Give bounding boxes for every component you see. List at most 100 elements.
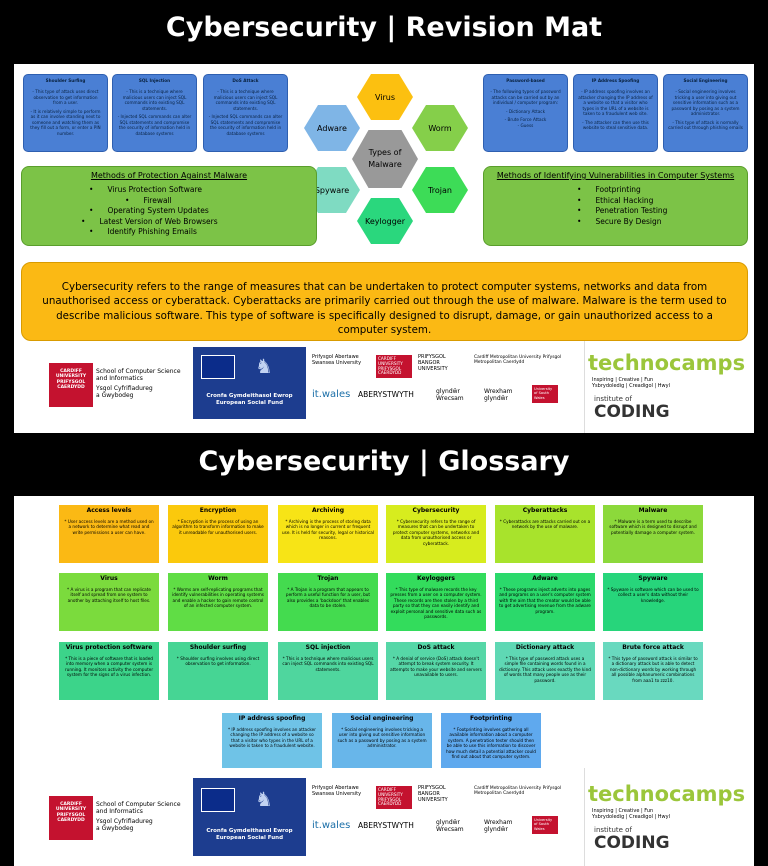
attack-card-line: - IP address spoofing involves an attack… <box>578 89 653 117</box>
glossary-term: Encryption <box>199 507 237 514</box>
glossary-card: Malware * Malware is a term used to descr… <box>603 505 703 563</box>
school-name: School of Computer Science and Informati… <box>96 801 181 833</box>
attack-card-dos-attack: DoS Attack - This is a technique where m… <box>203 74 288 152</box>
logo-text: Ysbrydoledig | Creadigol | Hwyl <box>592 813 670 820</box>
glossary-card: Access levels * User access levels are a … <box>59 505 159 563</box>
glossary-definition: * Shoulder surfing involves using direct… <box>176 655 260 667</box>
glossary-definition: * Social engineering involves tricking a… <box>337 726 427 749</box>
glossary-card: DoS attack* A denial of service (DoS) at… <box>386 642 486 700</box>
logo-text: Inspiring | Creative | Fun <box>592 377 654 383</box>
cardiff-university-logo: CARDIFF UNIVERSITY PRIFYSGOL CAERDYDD <box>49 796 93 840</box>
hex-label: Spyware <box>314 185 350 195</box>
logo-text: ABERYSTWYTH <box>358 821 414 831</box>
logo-text: Ysgol Cyfrifiadureg <box>96 384 153 392</box>
logo-text: UNIVERSITY <box>55 374 87 380</box>
attack-card-line: - This is a technique where malicious us… <box>122 89 187 111</box>
glossary-definition: * Archiving is the process of storing da… <box>282 518 375 541</box>
logos-strip: CARDIFF UNIVERSITY PRIFYSGOL CAERDYDD Sc… <box>14 341 754 433</box>
attack-card-ip-spoofing: IP Address Spoofing - IP address spoofin… <box>573 74 658 152</box>
glossary-term: Footprinting <box>469 715 513 722</box>
university-logos: Prifysgol Abertawe Swansea University CA… <box>312 354 572 404</box>
glossary-card: Encryption* Encryption is the process of… <box>168 505 268 563</box>
hex-trojan: Trojan <box>412 167 468 213</box>
logo-text: a Gwybodeg <box>96 391 134 399</box>
glossary-definition: * This is a technique where malicious us… <box>282 655 374 672</box>
glossary-definition: * A virus is a program that can replicat… <box>67 586 151 603</box>
glossary-term: Brute force attack <box>622 644 684 651</box>
glossary-card: Brute force attack* This type of passwor… <box>603 642 703 700</box>
attack-card-line: - The attacker can then use this website… <box>582 119 649 131</box>
attack-card-line: - Social engineering involves tricking a… <box>671 89 740 117</box>
protection-item: Firewall <box>89 196 316 207</box>
attack-card-line: - The following types of password attack… <box>490 89 561 106</box>
glossary-title: Cybersecurity | Glossary <box>198 446 570 477</box>
glossary-term: Social engineering <box>350 715 414 722</box>
logo-text: Cronfa Gymdeithasol Ewrop <box>206 828 293 834</box>
logo-text: ABERYSTWYTH <box>358 390 414 400</box>
hex-keylogger: Keylogger <box>357 198 413 244</box>
glossary-definition: * This is a piece of software that is lo… <box>64 655 154 678</box>
logo-text: glyndŵr Wrecsam <box>436 388 464 403</box>
glossary-term: Adware <box>532 575 558 582</box>
glossary-definition: * Spyware is software which can be used … <box>607 586 699 603</box>
glossary-term: SQL injection <box>305 644 351 651</box>
vulnerabilities-item: Penetration Testing <box>577 206 747 217</box>
logo-text: a Gwybodeg <box>96 824 134 832</box>
glossary-definition: * Footprinting involves gathering all av… <box>446 726 536 760</box>
attack-card-line: - This type of attack uses direct observ… <box>32 89 99 106</box>
logo-text: CODING <box>594 833 670 854</box>
attack-card-password-based: Password-based - The following types of … <box>483 74 568 152</box>
attack-card-line: - Brute Force Attack <box>504 117 547 123</box>
logo-text: European Social Fund <box>215 400 284 407</box>
attack-card-line: - Injected SQL commands can alter SQL st… <box>208 114 283 136</box>
cybersecurity-definition: Cybersecurity refers to the range of mea… <box>21 262 748 341</box>
glossary-definition: * User access levels are a method used o… <box>64 518 154 535</box>
logo-text: PRIFYSGOL BANGOR UNIVERSITY <box>418 785 448 803</box>
eu-flag-icon <box>201 788 235 812</box>
logo-text: CAERDYDD <box>57 385 85 391</box>
glossary-card: Archiving* Archiving is the process of s… <box>278 505 378 563</box>
glossary-term: Malware <box>638 507 668 514</box>
logo-text: University of South Wales <box>532 385 558 404</box>
technocamps-logo: technocamps <box>588 782 746 806</box>
logos-strip-bottom: CARDIFF UNIVERSITY PRIFYSGOL CAERDYDD Sc… <box>14 768 754 866</box>
logo-text: CARDIFF UNIVERSITY PRIFYSGOL CAERDYDD <box>376 786 412 810</box>
attack-card-title: IP Address Spoofing <box>591 78 640 83</box>
attack-card-line: - It is relatively simple to perform as … <box>30 108 101 136</box>
logo-text: it.wales <box>312 820 351 832</box>
logo-text: and Informatics <box>96 807 143 815</box>
logo-text: University of South Wales <box>532 816 558 835</box>
school-name: School of Computer Science and Informati… <box>96 368 181 400</box>
cardiff-university-logo: CARDIFF UNIVERSITY PRIFYSGOL CAERDYDD <box>49 363 93 407</box>
glossary-card: Cybersecurity* Cybersecurity refers to t… <box>386 505 486 563</box>
attack-card-title: DoS Attack <box>232 78 259 83</box>
protection-item: Operating System Updates <box>89 206 316 217</box>
logo-text: Prifysgol Abertawe Swansea University <box>312 785 362 797</box>
logo-text: Cronfa Gymdeithasol Ewrop <box>206 393 293 399</box>
glossary-card: Cyberattacks* Cyberattacks are attacks c… <box>495 505 595 563</box>
protection-item: Virus Protection Software <box>89 185 316 196</box>
hex-label: Adware <box>317 123 347 133</box>
malware-center-hex: Types of Malware <box>352 130 418 188</box>
glossary-term: Virus protection software <box>65 644 153 651</box>
institute-of-coding-logo: institute of CODING <box>594 395 670 423</box>
glossary-term: Cyberattacks <box>522 507 568 514</box>
hex-worm: Worm <box>412 105 468 151</box>
institute-of-coding-logo: institute of CODING <box>594 826 670 854</box>
glossary-definition: * These programs inject adverts into pag… <box>499 586 591 614</box>
glossary-card: Adware * These programs inject adverts in… <box>495 573 595 631</box>
glossary-definition: * Malware is a term used to describe sof… <box>609 518 697 535</box>
logo-text: institute of <box>594 826 632 834</box>
logo-text: CARDIFF UNIVERSITY PRIFYSGOL CAERDYDD <box>376 355 412 379</box>
glossary-definition: * Worms are self-replicating programs th… <box>172 586 264 609</box>
revision-mat-title: Cybersecurity | Revision Mat <box>165 12 603 43</box>
glossary-term: Access levels <box>86 507 132 514</box>
logo-text: Cardiff Metropolitan University Prifysgo… <box>474 355 562 366</box>
glossary-definition: * Cybersecurity refers to the range of m… <box>392 518 480 546</box>
vulnerabilities-title: Methods of Identifying Vulnerabilities i… <box>496 171 735 180</box>
attack-card-line: - This type of attack is normally carrie… <box>668 119 743 131</box>
glossary-definition: * A Trojan is a program that appears to … <box>285 586 371 609</box>
glossary-term: DoS attack <box>417 644 455 651</box>
hex-virus: Virus <box>357 74 413 120</box>
logo-text: Cardiff Metropolitan University Prifysgo… <box>474 786 562 797</box>
